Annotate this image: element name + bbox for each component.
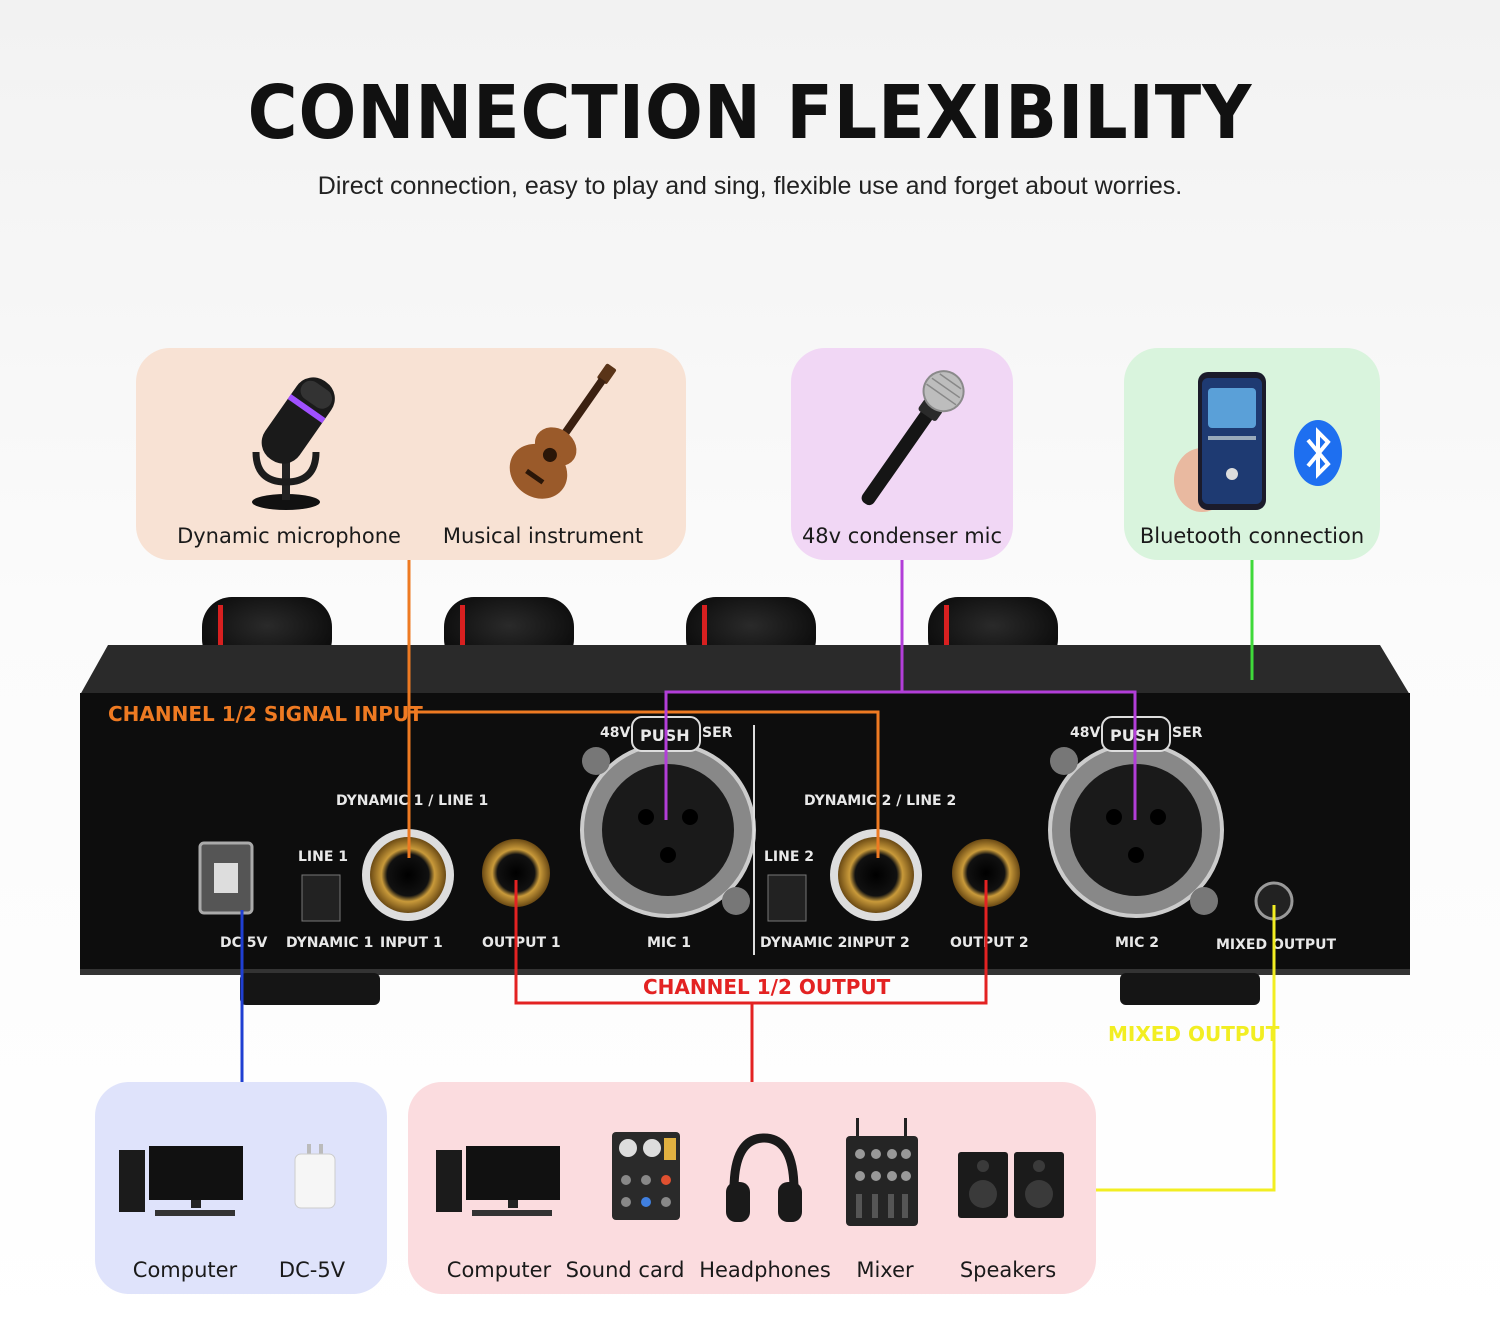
label-ser-2: SER bbox=[1172, 725, 1203, 741]
output-card-power: Computer DC-5V bbox=[95, 1082, 387, 1294]
card-label-speakers: Speakers bbox=[959, 1258, 1057, 1282]
label-channel-output: CHANNEL 1/2 OUTPUT bbox=[643, 975, 891, 999]
card-label-dc-5v: DC-5V bbox=[278, 1258, 346, 1282]
label-dynamic-line-2: DYNAMIC 2 / LINE 2 bbox=[804, 793, 956, 809]
label-dynamic-2: DYNAMIC 2 bbox=[760, 935, 847, 951]
input-card-instruments: Dynamic microphone Musical instrument bbox=[136, 348, 686, 560]
headphones-icon bbox=[726, 1133, 802, 1222]
label-line-2: LINE 2 bbox=[764, 849, 814, 865]
label-mic-2: MIC 2 bbox=[1115, 935, 1159, 951]
audio-interface-back-panel: DYNAMIC 1 / LINE 1 DYNAMIC 2 / LINE 2 48… bbox=[80, 597, 1410, 1005]
dynamic-microphone-icon bbox=[252, 377, 335, 510]
bluetooth-icon bbox=[1294, 420, 1342, 486]
orange-wire bbox=[407, 560, 880, 858]
speakers-icon bbox=[958, 1152, 1064, 1218]
card-label-condenser-mic: 48v condenser mic bbox=[801, 524, 1003, 548]
page-subtitle: Direct connection, easy to play and sing… bbox=[317, 172, 1183, 200]
label-line-1: LINE 1 bbox=[298, 849, 348, 865]
card-label-computer-power: Computer bbox=[132, 1258, 238, 1282]
card-label-musical-instrument: Musical instrument bbox=[442, 524, 644, 548]
mic-2-xlr-port[interactable] bbox=[1048, 742, 1224, 918]
handheld-microphone-icon bbox=[861, 370, 965, 506]
label-48v-1: 48V bbox=[600, 725, 630, 741]
output-card-devices: Computer Sound card Headphones Mixer Spe… bbox=[408, 1082, 1096, 1294]
desktop-computer-icon bbox=[119, 1146, 243, 1216]
purple-wire bbox=[664, 560, 1137, 820]
mixer-icon bbox=[846, 1118, 918, 1226]
yellow-wire bbox=[1096, 905, 1276, 1192]
usb-charger-icon bbox=[294, 1144, 336, 1209]
input-card-condenser: 48v condenser mic bbox=[791, 348, 1013, 560]
output-2-jack[interactable] bbox=[952, 839, 1020, 907]
output-1-jack[interactable] bbox=[482, 839, 550, 907]
label-mixed-output-wire: MIXED OUTPUT bbox=[1108, 1022, 1280, 1046]
label-ser-1: SER bbox=[702, 725, 733, 741]
smartphone-icon bbox=[1174, 372, 1266, 512]
page-title: CONNECTION FLEXIBILITY bbox=[247, 70, 1253, 156]
label-48v-2: 48V bbox=[1070, 725, 1100, 741]
label-output-2: OUTPUT 2 bbox=[950, 935, 1029, 951]
label-output-1: OUTPUT 1 bbox=[482, 935, 561, 951]
card-label-bluetooth: Bluetooth connection bbox=[1139, 524, 1365, 548]
mic-1-xlr-port[interactable] bbox=[580, 742, 756, 918]
label-dc-5v: DC 5V bbox=[220, 935, 268, 951]
ukulele-icon bbox=[509, 363, 617, 499]
sound-card-icon bbox=[612, 1132, 680, 1220]
card-label-mixer: Mixer bbox=[856, 1258, 914, 1282]
input-card-bluetooth: Bluetooth connection bbox=[1124, 348, 1380, 560]
label-dynamic-1: DYNAMIC 1 bbox=[286, 935, 373, 951]
card-label-computer-output: Computer bbox=[446, 1258, 552, 1282]
desktop-computer-icon bbox=[436, 1146, 560, 1216]
line-dynamic-switch-1[interactable] bbox=[301, 874, 341, 922]
label-signal-input: CHANNEL 1/2 SIGNAL INPUT bbox=[108, 702, 423, 726]
label-mixed-output: MIXED OUTPUT bbox=[1216, 937, 1336, 953]
label-mic-1: MIC 1 bbox=[647, 935, 691, 951]
label-input-2: INPUT 2 bbox=[847, 935, 910, 951]
card-label-dynamic-microphone: Dynamic microphone bbox=[177, 524, 401, 548]
label-dynamic-line-1: DYNAMIC 1 / LINE 1 bbox=[336, 793, 488, 809]
card-label-headphones: Headphones bbox=[699, 1258, 831, 1282]
line-dynamic-switch-2[interactable] bbox=[767, 874, 807, 922]
card-label-sound-card: Sound card bbox=[565, 1258, 685, 1282]
label-input-1: INPUT 1 bbox=[380, 935, 443, 951]
red-wire bbox=[514, 880, 988, 1082]
